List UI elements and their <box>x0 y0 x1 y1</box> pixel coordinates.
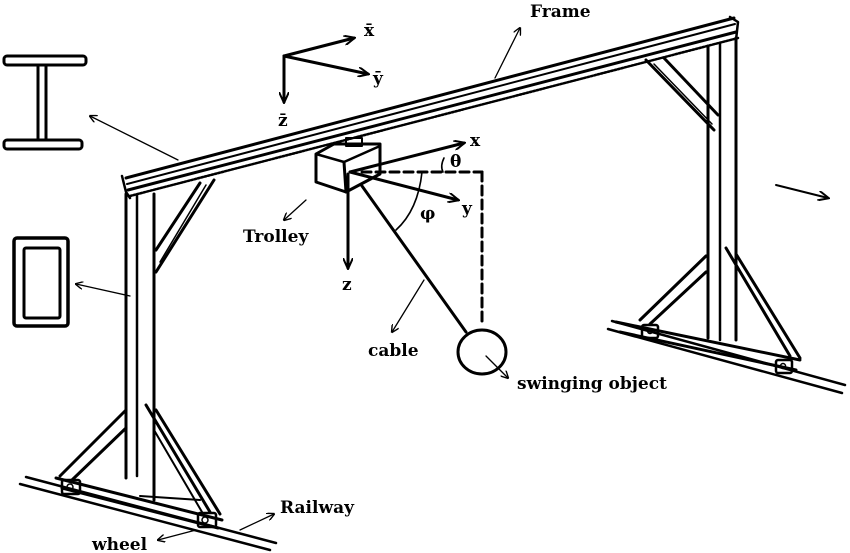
left-railway <box>18 475 278 552</box>
local-z-label: z <box>342 275 352 295</box>
dashed-reference-line <box>360 170 484 328</box>
i-beam-pointer-arrow <box>90 116 179 161</box>
theta-angle-arc <box>440 157 445 173</box>
cable <box>360 184 468 334</box>
left-leg <box>54 178 224 530</box>
global-y-label: ȳ <box>372 69 384 89</box>
right-leg <box>614 36 802 372</box>
frame-beam <box>120 15 740 200</box>
global-x-label: x̄ <box>364 21 375 41</box>
trolley-label: Trolley <box>243 227 309 247</box>
railway-pointer-arrow <box>239 514 274 531</box>
railway-label: Railway <box>280 498 355 518</box>
cable-pointer-arrow <box>392 279 425 332</box>
motion-direction-arrow <box>775 184 828 198</box>
global-axes <box>284 38 368 102</box>
local-x-label: x <box>470 131 481 151</box>
trolley-pointer-arrow <box>284 199 307 220</box>
cable-label: cable <box>368 341 419 361</box>
rect-section-pointer-arrow <box>76 284 131 297</box>
wheel-pointer-arrow <box>158 529 197 540</box>
right-railway <box>606 319 847 395</box>
local-axes <box>348 143 464 268</box>
swinging-object-label: swinging object <box>517 374 667 394</box>
theta-label: θ <box>450 152 461 172</box>
wheel-label: wheel <box>91 535 148 553</box>
rect-hollow-section-icon <box>12 236 70 328</box>
phi-angle-arc <box>395 171 423 231</box>
frame-pointer-arrow <box>494 28 520 79</box>
i-beam-section-icon <box>2 54 88 151</box>
trolley-icon <box>314 137 382 194</box>
local-y-label: y <box>461 199 473 219</box>
swinging-object-pointer-arrow <box>485 355 508 378</box>
frame-label: Frame <box>530 2 591 22</box>
phi-label: φ <box>420 204 435 224</box>
swinging-object <box>456 328 508 376</box>
global-z-label: z̄ <box>278 111 288 131</box>
